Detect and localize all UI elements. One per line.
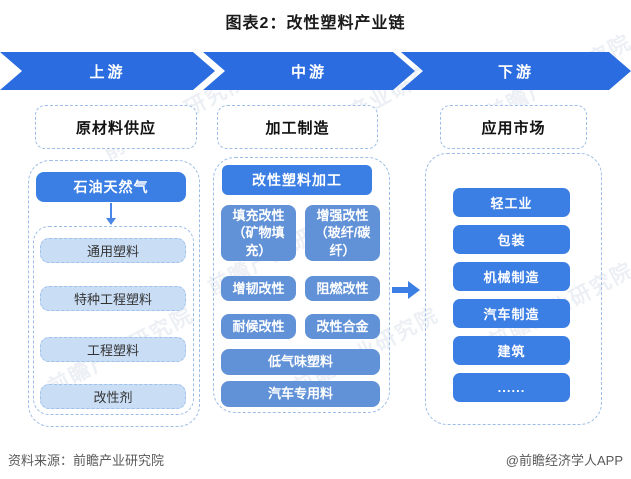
- midstream-process-box: 改性塑料加工: [222, 165, 372, 195]
- credit-note: @前瞻经济学人APP: [505, 453, 623, 468]
- downstream-item: 汽车制造: [453, 299, 570, 328]
- downstream-item: 轻工业: [453, 188, 570, 217]
- banner-segment-upstream: 上游: [0, 52, 215, 90]
- downstream-item: 机械制造: [453, 262, 570, 291]
- banner-segment-label: 下游: [497, 63, 534, 81]
- midstream-grid-item: 增强改性（玻纤/碳纤）: [305, 205, 380, 261]
- upstream-item: 改性剂: [40, 384, 186, 409]
- down-arrow-icon: [106, 203, 116, 225]
- midstream-grid-item: 改性合金: [305, 314, 380, 339]
- midstream-grid-item: 耐候改性: [221, 314, 296, 339]
- right-arrow-head-icon: [408, 281, 420, 299]
- midstream-container: [213, 157, 390, 413]
- banner-segment-downstream: 下游: [401, 52, 631, 90]
- downstream-item: 建筑: [453, 336, 570, 365]
- midstream-grid-item: 阻燃改性: [305, 276, 380, 301]
- upstream-source-box: 石油天然气: [36, 172, 186, 202]
- banner-segment-label: 中游: [290, 63, 327, 81]
- upstream-column-header: 原材料供应: [35, 105, 197, 149]
- downstream-item: ......: [453, 373, 570, 402]
- downstream-item: 包装: [453, 225, 570, 254]
- data-source-note: 资料来源：前瞻产业研究院: [8, 453, 165, 468]
- right-arrow-icon: [392, 287, 409, 293]
- upstream-item: 通用塑料: [40, 238, 186, 263]
- banner-segment-label: 上游: [89, 63, 126, 81]
- midstream-wide-item: 低气味塑料: [221, 349, 380, 375]
- figure-title: 图表2：改性塑料产业链: [225, 15, 406, 32]
- midstream-column-header: 加工制造: [217, 105, 378, 149]
- upstream-materials-group: [33, 226, 194, 415]
- upstream-container: [28, 160, 200, 427]
- upstream-item: 特种工程塑料: [40, 286, 186, 311]
- upstream-item: 工程塑料: [40, 337, 186, 362]
- downstream-container: [425, 153, 602, 425]
- midstream-grid-item: 填充改性（矿物填充）: [221, 205, 296, 261]
- midstream-grid-item: 增韧改性: [221, 276, 296, 301]
- banner-segment-midstream: 中游: [203, 52, 415, 90]
- midstream-wide-item: 汽车专用料: [221, 381, 380, 407]
- downstream-column-header: 应用市场: [440, 105, 587, 149]
- chain-stage-banner: 上游 中游 下游: [0, 52, 631, 90]
